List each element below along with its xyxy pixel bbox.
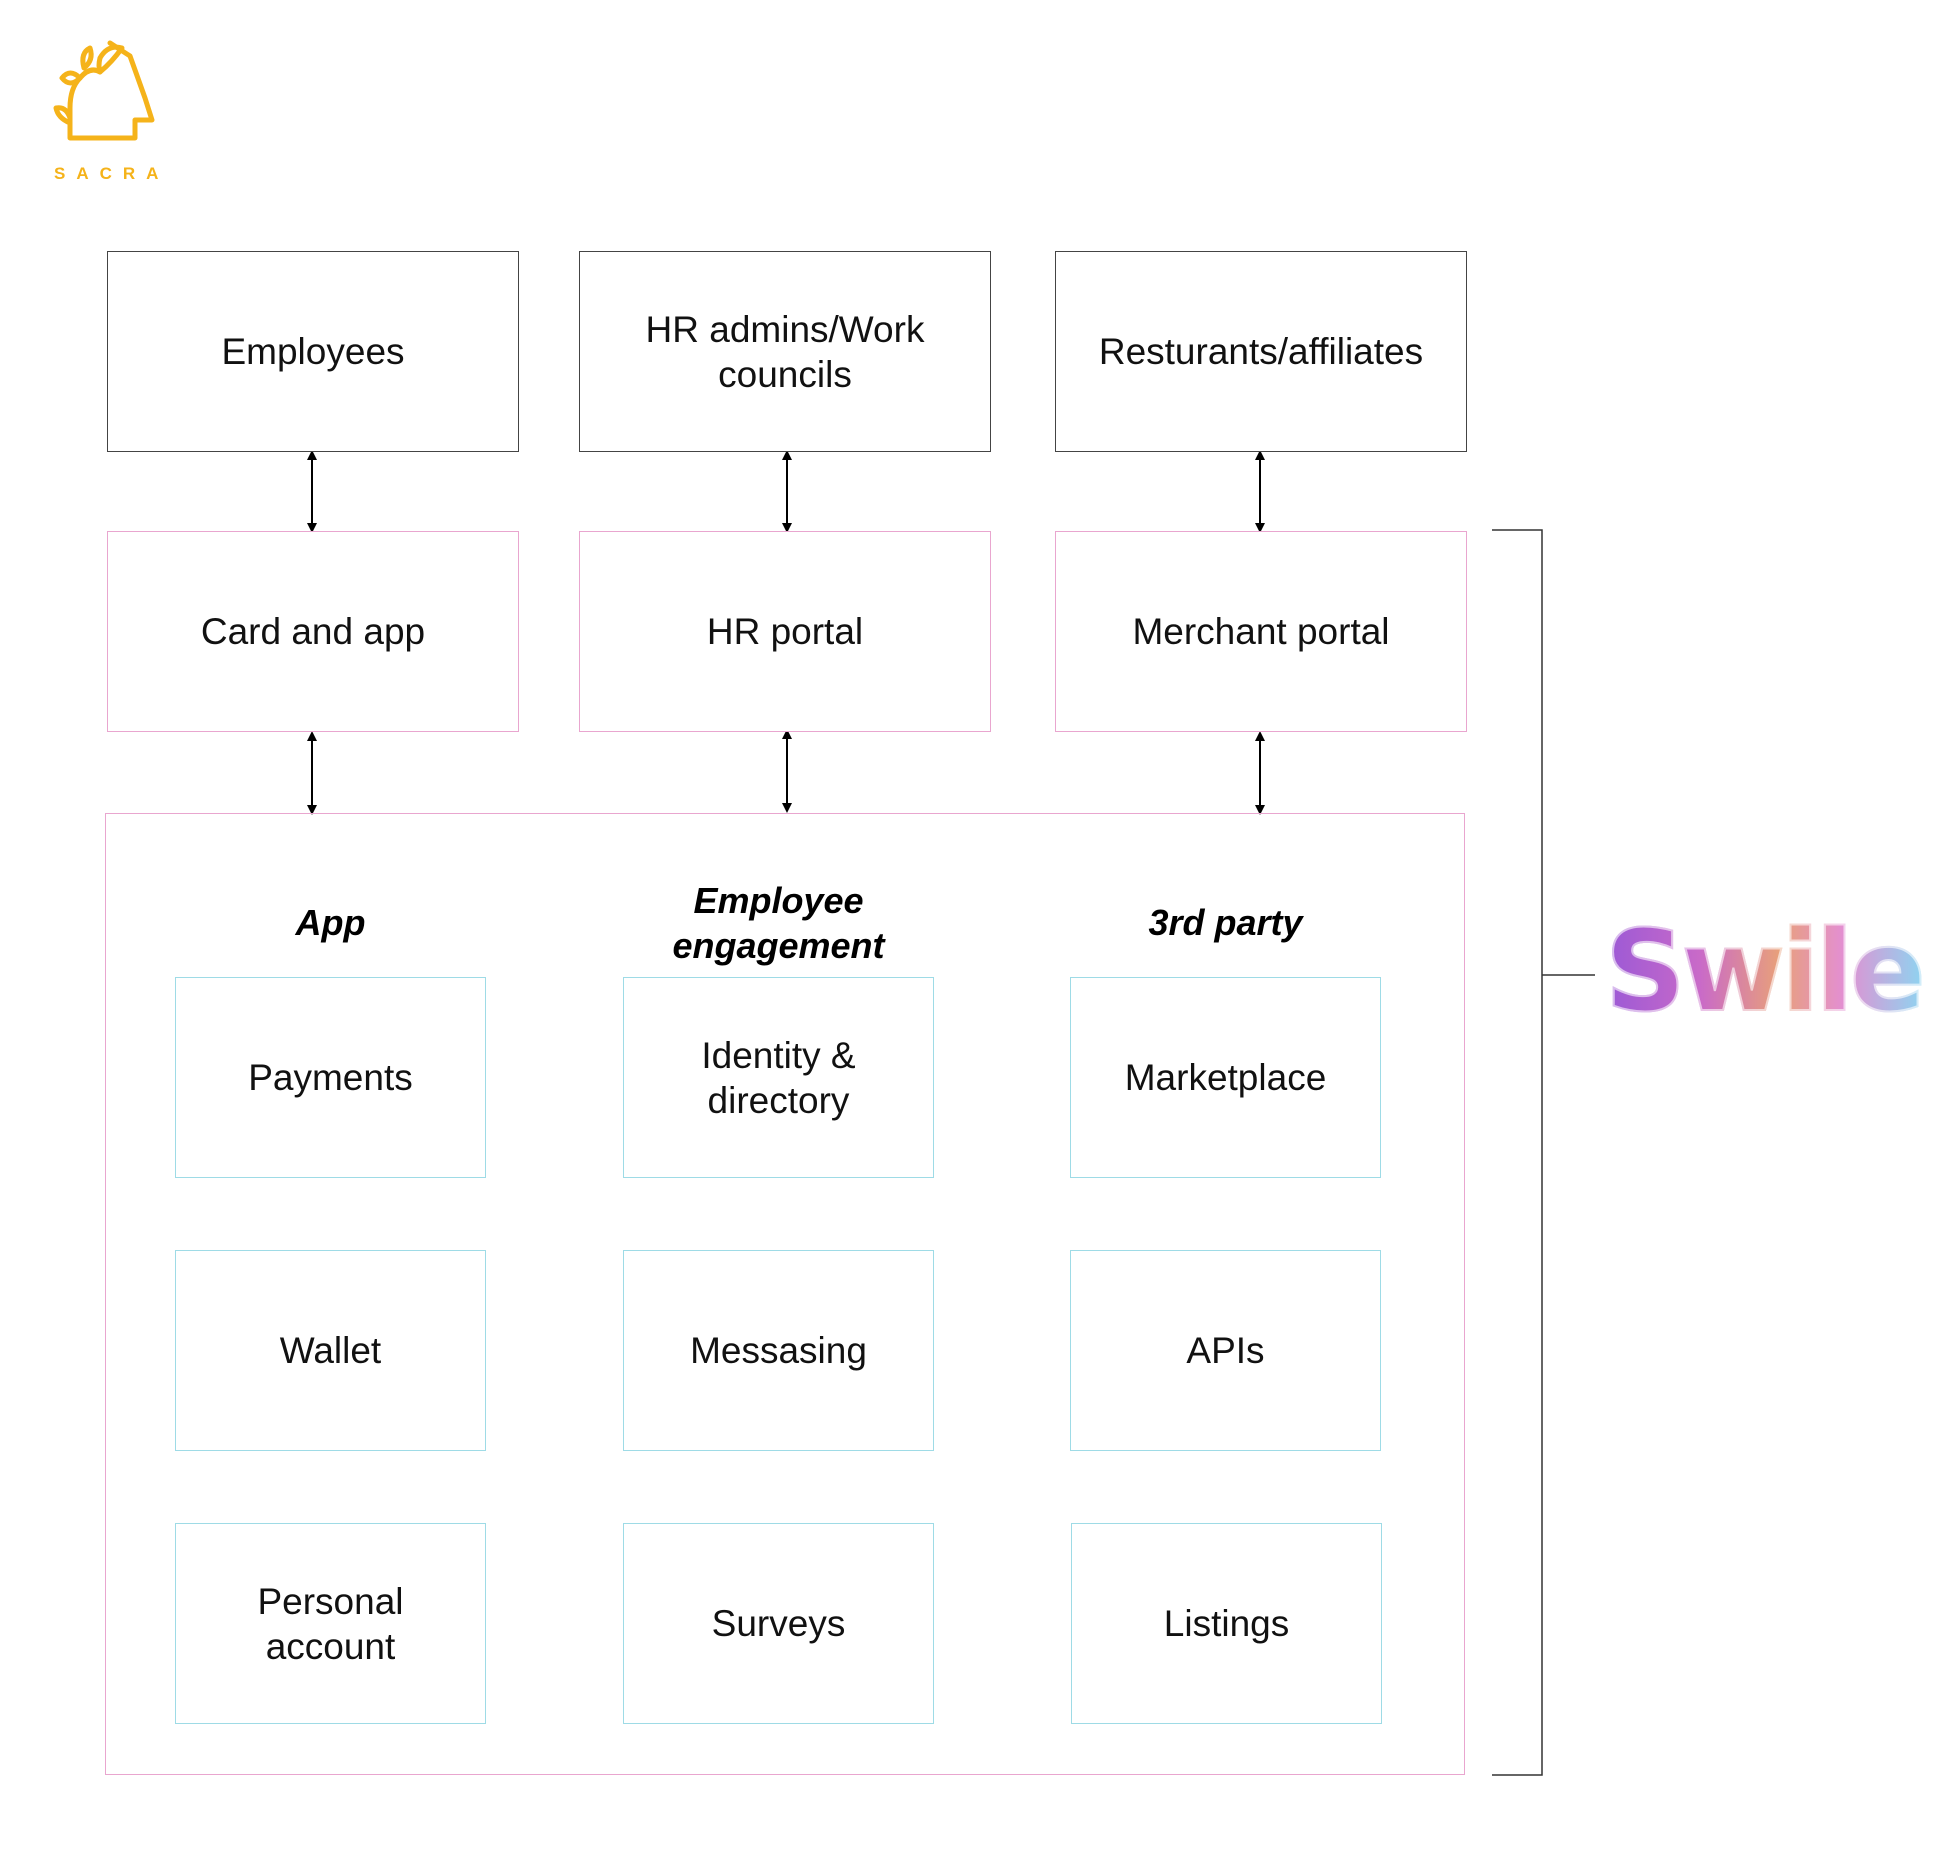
portal-card-and-app: Card and app: [107, 531, 519, 732]
swile-bracket: [1492, 529, 1595, 1776]
portal-hr: HR portal: [579, 531, 991, 732]
module-marketplace: Marketplace: [1070, 977, 1381, 1178]
module-payments: Payments: [175, 977, 486, 1178]
portal-merchant: Merchant portal: [1055, 531, 1467, 732]
module-surveys: Surveys: [623, 1523, 934, 1724]
heading-employee-engagement: Employee engagement: [623, 878, 934, 968]
swile-logo: Swile: [1604, 907, 1927, 1037]
module-identity-directory: Identity & directory: [623, 977, 934, 1178]
module-personal-account: Personal account: [175, 1523, 486, 1724]
actor-employees: Employees: [107, 251, 519, 452]
module-apis: APIs: [1070, 1250, 1381, 1451]
platform-container: [105, 813, 1465, 1775]
heading-3rd-party: 3rd party: [1148, 902, 1303, 943]
sacra-logo: SACRA: [50, 38, 170, 188]
heading-employee-engagement-text: Employee engagement: [672, 880, 885, 966]
sacra-house-plant-icon: [53, 40, 155, 141]
heading-app: App: [295, 902, 366, 943]
actor-restaurants: Resturants/affiliates: [1055, 251, 1467, 452]
sacra-wordmark: SACRA: [54, 164, 170, 183]
actor-hr-admins: HR admins/Work councils: [579, 251, 991, 452]
module-wallet: Wallet: [175, 1250, 486, 1451]
module-listings: Listings: [1071, 1523, 1382, 1724]
module-messaging: Messasing: [623, 1250, 934, 1451]
